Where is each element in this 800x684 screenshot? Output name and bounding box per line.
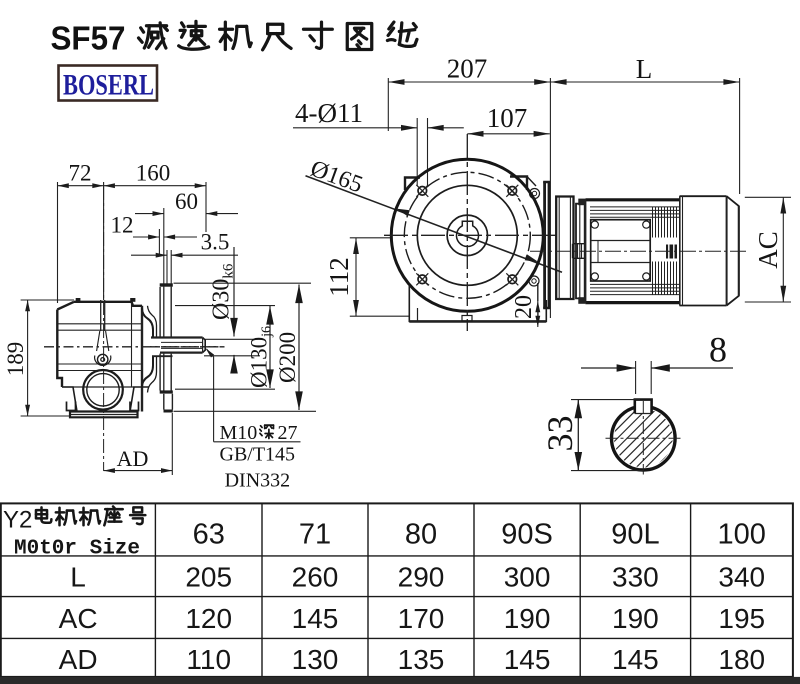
svg-text:BOSERL: BOSERL (63, 69, 154, 102)
svg-text:L: L (636, 54, 653, 84)
svg-text:145: 145 (504, 644, 551, 675)
svg-text:300: 300 (504, 562, 551, 593)
svg-text:20: 20 (511, 295, 537, 319)
svg-text:90L: 90L (611, 519, 659, 551)
svg-text:290: 290 (398, 562, 445, 593)
svg-text:AC: AC (59, 603, 98, 634)
svg-text:90S: 90S (501, 519, 553, 551)
svg-text:DIN332: DIN332 (225, 470, 291, 492)
svg-text:AC: AC (753, 231, 783, 269)
svg-text:M0t0r Size: M0t0r Size (14, 538, 140, 561)
svg-text:71: 71 (299, 519, 331, 551)
svg-text:340: 340 (718, 562, 765, 593)
svg-text:120: 120 (185, 603, 232, 634)
svg-text:145: 145 (612, 644, 659, 675)
svg-text:4-Ø11: 4-Ø11 (295, 98, 363, 128)
svg-text:3.5: 3.5 (201, 230, 230, 255)
svg-text:100: 100 (718, 519, 766, 551)
svg-text:207: 207 (447, 54, 488, 84)
svg-text:195: 195 (718, 603, 765, 634)
svg-text:205: 205 (185, 562, 232, 593)
svg-text:SF57: SF57 (51, 20, 126, 57)
svg-text:330: 330 (612, 562, 659, 593)
svg-text:63: 63 (193, 519, 225, 551)
svg-text:110: 110 (186, 644, 231, 675)
svg-text:60: 60 (175, 189, 198, 214)
svg-text:M10: M10 (220, 422, 258, 444)
svg-text:80: 80 (405, 519, 437, 551)
svg-text:145: 145 (292, 603, 339, 634)
svg-text:L: L (70, 562, 86, 593)
svg-text:130: 130 (292, 644, 339, 675)
svg-text:12: 12 (111, 213, 134, 238)
svg-text:8: 8 (709, 330, 727, 370)
svg-text:72: 72 (69, 161, 92, 186)
svg-text:260: 260 (292, 562, 339, 593)
svg-text:160: 160 (136, 161, 171, 186)
svg-text:180: 180 (718, 644, 765, 675)
svg-text:GB/T145: GB/T145 (220, 444, 296, 466)
svg-text:AD: AD (117, 446, 149, 471)
svg-text:107: 107 (487, 103, 528, 133)
svg-text:170: 170 (398, 603, 445, 634)
svg-text:33: 33 (540, 416, 580, 452)
svg-text:27: 27 (278, 422, 298, 444)
svg-text:Ø200: Ø200 (275, 332, 300, 383)
svg-text:135: 135 (398, 644, 445, 675)
svg-text:112: 112 (324, 257, 354, 297)
svg-text:190: 190 (504, 603, 551, 634)
svg-text:189: 189 (3, 342, 28, 377)
svg-text:Y2: Y2 (3, 507, 32, 534)
svg-text:190: 190 (612, 603, 659, 634)
svg-text:AD: AD (59, 644, 98, 675)
